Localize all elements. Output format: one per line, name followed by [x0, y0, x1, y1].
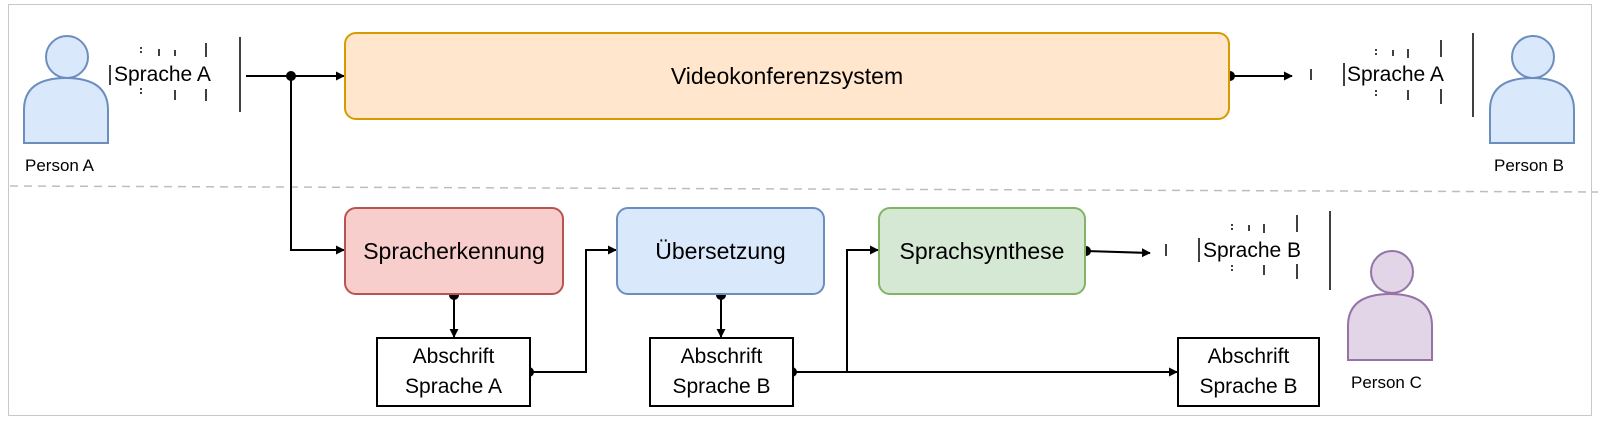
diagram-frame	[8, 4, 1592, 416]
translation-box: Übersetzung	[616, 207, 825, 295]
person-c-icon	[1347, 250, 1433, 361]
speech-a-in-label: Sprache A	[114, 63, 211, 86]
speech-recognition-box: Spracherkennung	[344, 207, 564, 295]
speech-b-out-label: Sprache B	[1203, 239, 1302, 262]
divider-line	[9, 185, 1599, 193]
transcript-c-line1: Abschrift	[1207, 345, 1290, 368]
speech-waveform-a-out	[1310, 33, 1474, 117]
transcript-c-line2: Sprache B	[1199, 375, 1298, 398]
transcript-b-line1: Abschrift	[680, 345, 763, 368]
person-a-label: Person A	[25, 156, 94, 175]
speech-waveform-a-in	[109, 37, 241, 112]
speech-synthesis-box: Sprachsynthese	[878, 207, 1086, 295]
person-c-label: Person C	[1351, 373, 1422, 392]
transcript-language-b-box: Abschrift Sprache B	[649, 337, 794, 407]
speech-a-out-label: Sprache A	[1347, 63, 1444, 86]
transcript-b-line2: Sprache B	[672, 375, 771, 398]
connector-lines	[246, 71, 1293, 377]
person-a-icon	[23, 35, 109, 144]
transcript-a-line2: Sprache A	[405, 375, 502, 398]
person-b-label: Person B	[1494, 156, 1564, 175]
speech-waveform-b-out	[1165, 211, 1331, 290]
transcript-language-a-box: Abschrift Sprache A	[376, 337, 531, 407]
person-b-icon	[1489, 35, 1575, 144]
videoconference-system-box: Videokonferenzsystem	[344, 32, 1230, 120]
transcript-a-line1: Abschrift	[412, 345, 495, 368]
transcript-person-c-box: Abschrift Sprache B	[1177, 337, 1320, 407]
